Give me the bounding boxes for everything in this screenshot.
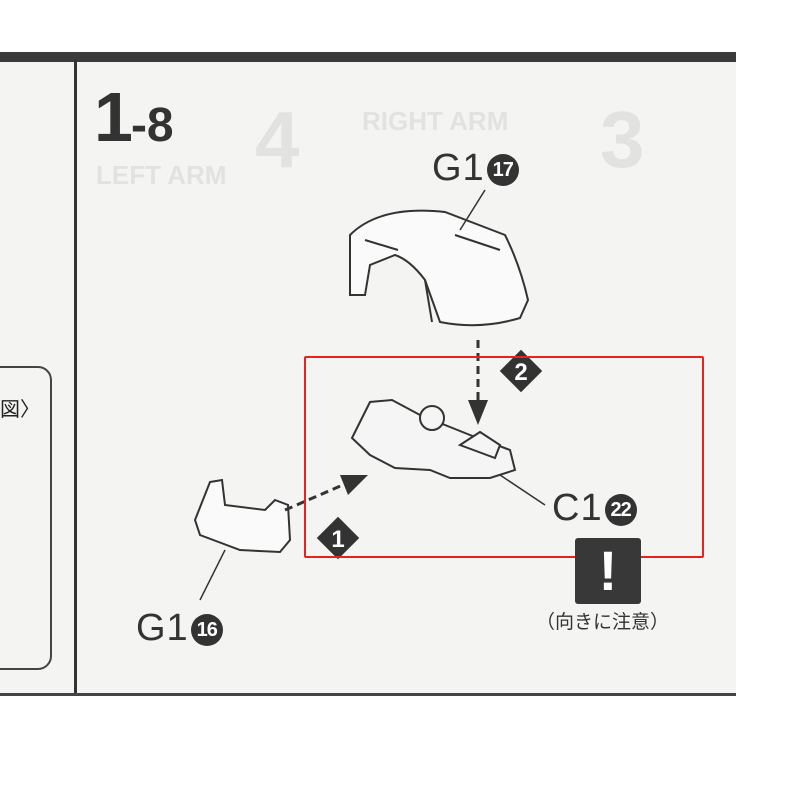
step-number: 1-8: [94, 82, 174, 152]
step-marker-1-label: 1: [331, 526, 344, 553]
part-letter: G1: [136, 607, 189, 649]
arrow-1-line: [284, 482, 346, 512]
part-g1-17-drawing: [349, 209, 530, 327]
part-letter: C1: [552, 487, 603, 529]
step-major: 1: [94, 78, 133, 156]
left-panel-box: [0, 366, 52, 670]
faint-step-3: 3: [600, 95, 645, 184]
part-c1-22-drawing: [350, 398, 517, 479]
step-minor: -8: [130, 99, 174, 152]
faint-right-arm-label: RIGHT ARM: [362, 106, 509, 136]
warning-text: （向きに注意）: [536, 612, 670, 633]
part-letter: G1: [432, 147, 485, 189]
part-number-badge: 16: [190, 614, 223, 646]
top-border: [0, 52, 736, 62]
leader-line-g1-17: [459, 189, 486, 231]
highlight-box: [304, 356, 704, 558]
faint-left-arm-label: LEFT ARM: [96, 160, 227, 190]
part-g1-16-drawing: [193, 478, 292, 554]
step-marker-2-label: 2: [514, 359, 527, 386]
part-number-badge: 22: [604, 494, 637, 526]
bottom-border: [0, 693, 736, 696]
exclamation-icon: !: [575, 538, 641, 604]
leader-line-g1-16: [199, 549, 226, 601]
part-number-badge: 17: [486, 154, 519, 186]
arrow-1-head: [340, 475, 368, 495]
panel-divider: [74, 60, 77, 696]
leader-line-c1-22: [499, 474, 546, 506]
arrow-2-head: [468, 400, 488, 425]
left-panel-text: 図〉: [0, 399, 40, 421]
faint-step-4: 4: [255, 95, 300, 184]
